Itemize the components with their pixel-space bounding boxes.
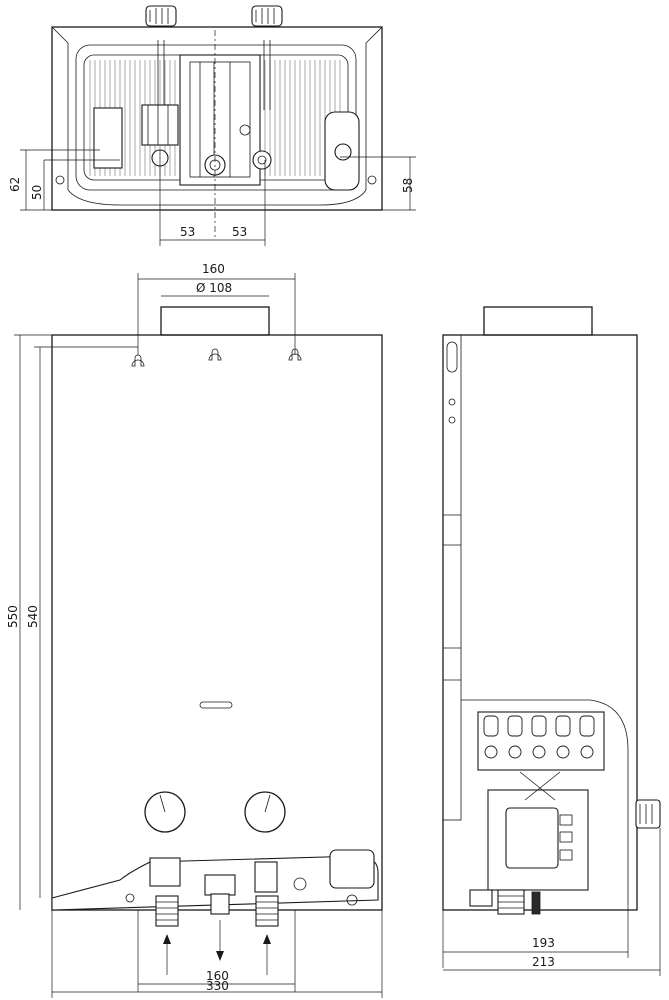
dim-connections-160-label: 160 [206,969,229,983]
dim-330: 330 [51,910,383,998]
side-view: 193 213 [442,306,661,976]
dim-flue-160-label: 160 [202,262,225,276]
top-view: 62 50 58 53 53 [8,5,416,246]
bottom-connections [51,849,379,927]
dim-550-label: 550 [6,605,20,628]
dim-flue-160: 160 [137,262,296,355]
dim-50-label: 50 [30,185,44,200]
side-flue-collar [483,306,593,336]
dim-53-53: 53 53 [159,150,266,246]
side-knob [635,799,661,829]
dim-330-label: 330 [206,979,229,993]
dim-213: 213 [443,828,661,976]
dim-58: 58 [340,156,416,211]
dim-connections-160: 160 [137,910,296,992]
front-view: 160 Ø 108 550 540 160 330 [6,262,383,998]
dim-50: 50 [30,159,120,210]
dim-62-label: 62 [8,177,22,192]
rear-mounting-bracket [442,334,462,821]
dim-53-right-label: 53 [232,225,247,239]
dim-53-left-label: 53 [180,225,195,239]
dim-540-label: 540 [26,605,40,628]
flame-window [199,701,233,709]
front-knob-right [244,791,286,833]
dim-62: 62 [8,149,100,211]
dim-193: 193 [442,905,629,968]
flue-collar [160,306,270,336]
dim-213-label: 213 [532,955,555,969]
gas-valve-assembly [55,40,377,191]
dim-550: 550 [6,334,52,910]
knob-left [145,5,177,27]
knob-right [251,5,283,27]
side-internals [461,699,661,915]
dim-flue-diameter: Ø 108 [161,281,269,297]
front-casing [51,334,383,911]
dim-193-label: 193 [532,936,555,950]
flow-arrows [163,920,271,975]
mounting-holes [131,348,302,367]
dim-flue-diameter-label: Ø 108 [196,281,232,295]
dim-58-label: 58 [401,178,415,193]
front-knob-left [144,791,186,833]
dim-540: 540 [26,346,138,898]
top-view-housing [51,26,383,211]
